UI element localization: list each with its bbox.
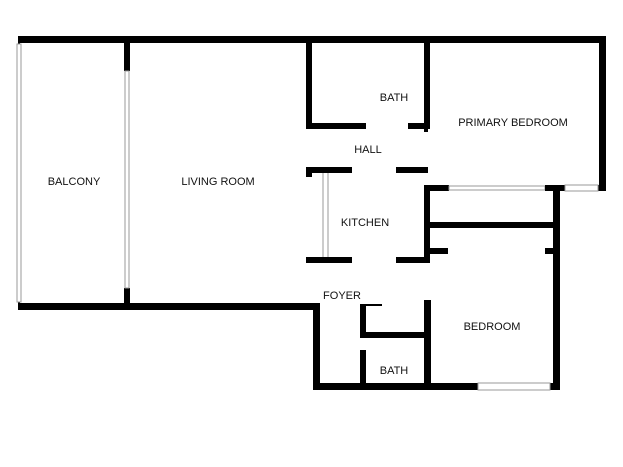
room-label-hall: HALL <box>354 144 382 156</box>
room-label-bath-lower: BATH <box>380 365 409 377</box>
room-label-living-room: LIVING ROOM <box>181 176 254 188</box>
room-label-kitchen: KITCHEN <box>341 217 389 229</box>
windows <box>16 43 599 391</box>
window-kitchen <box>322 171 329 262</box>
room-label-balcony: BALCONY <box>48 176 101 188</box>
window-primary-bedroom <box>564 184 599 192</box>
window-balcony <box>16 43 22 303</box>
room-label-bath-upper: BATH <box>380 92 409 104</box>
room-label-bedroom: BEDROOM <box>464 321 521 333</box>
window-bedroom <box>477 382 551 391</box>
room-label-foyer: FOYER <box>323 290 361 302</box>
room-label-primary-bedroom: PRIMARY BEDROOM <box>458 117 568 129</box>
room-labels: BALCONY LIVING ROOM BATH HALL PRIMARY BE… <box>48 92 568 377</box>
interior-walls <box>124 43 558 390</box>
